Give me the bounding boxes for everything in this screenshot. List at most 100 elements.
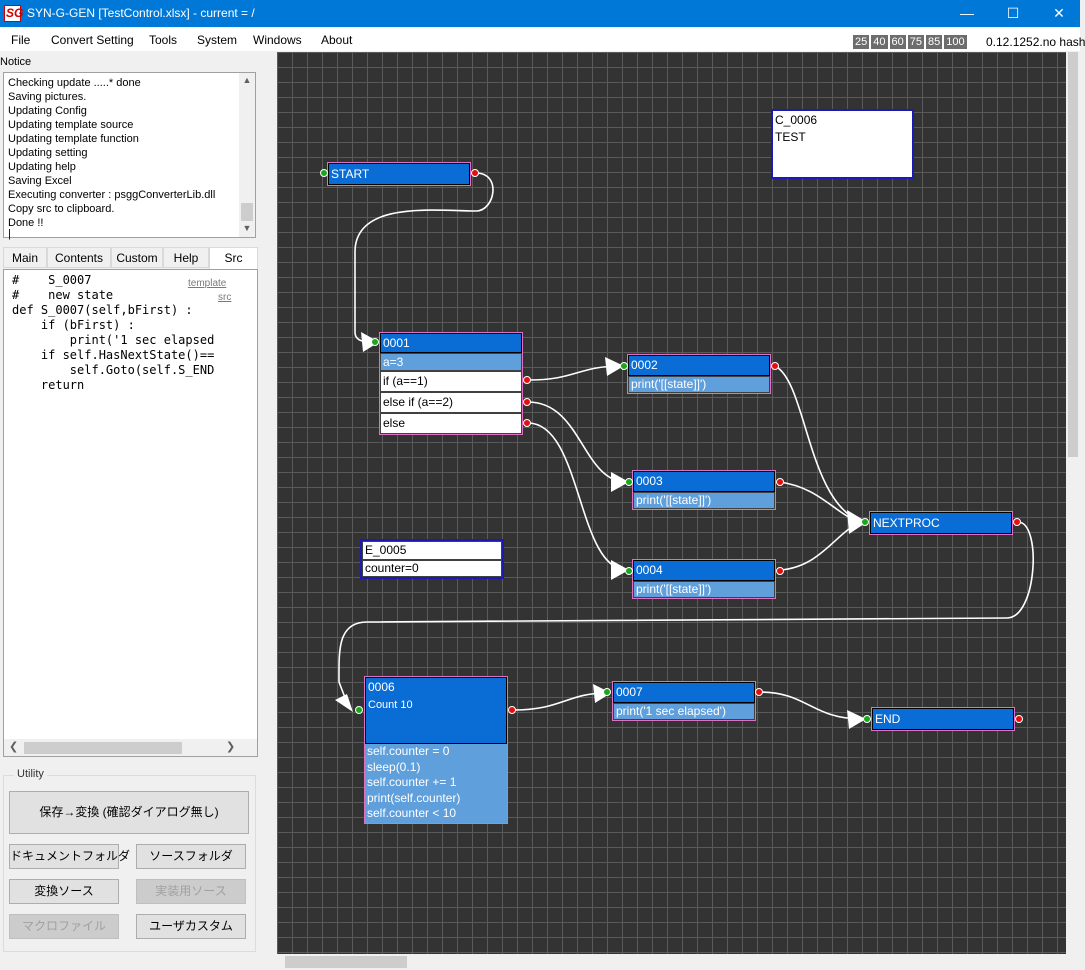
app-icon: SG bbox=[4, 5, 24, 22]
panel-tabs: Main Contents Custom Help Src bbox=[3, 247, 258, 269]
scroll-thumb[interactable] bbox=[24, 742, 182, 754]
user-custom-button[interactable]: ユーザカスタム bbox=[136, 914, 246, 939]
notice-line: Updating template function bbox=[8, 133, 139, 145]
tab-contents[interactable]: Contents bbox=[47, 247, 111, 268]
zoom-75-button[interactable]: 75 bbox=[907, 35, 924, 49]
notice-line: Checking update .....* done bbox=[8, 77, 141, 89]
menu-bar: File Convert Setting Tools System Window… bbox=[0, 28, 1080, 51]
converted-source-button[interactable]: 変換ソース bbox=[9, 879, 119, 904]
scroll-right-icon[interactable]: ❯ bbox=[226, 741, 236, 753]
node-row: a=3 bbox=[380, 353, 522, 371]
source-hscrollbar[interactable]: ❮ ❯ bbox=[4, 739, 257, 756]
output-port[interactable] bbox=[1013, 518, 1021, 526]
notice-line: Saving pictures. bbox=[8, 91, 87, 103]
output-port[interactable] bbox=[1015, 715, 1023, 723]
scroll-up-icon[interactable]: ▲ bbox=[242, 75, 252, 85]
tab-src[interactable]: Src bbox=[209, 247, 258, 269]
menu-file[interactable]: File bbox=[11, 33, 31, 47]
menu-system[interactable]: System bbox=[197, 33, 238, 47]
output-port[interactable] bbox=[755, 688, 763, 696]
zoom-85-button[interactable]: 85 bbox=[926, 35, 943, 49]
node-title: E_0005 bbox=[362, 541, 502, 560]
document-folder-button[interactable]: ドキュメントフォルダ bbox=[9, 844, 130, 869]
source-view[interactable]: # S_0007 # new state def S_0007(self,bFi… bbox=[3, 269, 258, 757]
zoom-40-button[interactable]: 40 bbox=[871, 35, 888, 49]
action-line: self.counter < 10 bbox=[367, 806, 457, 821]
arrow-head bbox=[611, 472, 629, 492]
node-row: counter=0 bbox=[362, 560, 502, 577]
arrow-head bbox=[611, 560, 629, 580]
node-title: 0001 bbox=[380, 333, 522, 353]
utility-group: Utility 保存→変換 (確認ダイアログ無し) ドキュメントフォルダ ソース… bbox=[3, 768, 256, 952]
output-port[interactable] bbox=[523, 376, 531, 384]
input-port[interactable] bbox=[603, 688, 611, 696]
wire-0002-next bbox=[774, 365, 863, 523]
zoom-buttons: 25 40 60 75 85 100 bbox=[853, 35, 969, 49]
notice-line: Executing converter : psggConverterLib.d… bbox=[8, 189, 216, 201]
scroll-down-icon[interactable]: ▼ bbox=[242, 223, 252, 233]
src-link[interactable]: src bbox=[218, 292, 232, 303]
output-port[interactable] bbox=[776, 567, 784, 575]
state-diagram-canvas[interactable]: START C_0006 TEST 0001 a=3 if (a==1) els… bbox=[277, 52, 1066, 954]
close-button[interactable]: ✕ bbox=[1053, 5, 1065, 21]
implementation-source-button[interactable]: 実装用ソース bbox=[136, 879, 246, 904]
save-convert-button[interactable]: 保存→変換 (確認ダイアログ無し) bbox=[9, 791, 249, 834]
zoom-100-button[interactable]: 100 bbox=[944, 35, 967, 49]
input-port[interactable] bbox=[863, 715, 871, 723]
scroll-thumb[interactable] bbox=[241, 203, 253, 221]
arrow-head bbox=[847, 710, 866, 729]
arrow-head bbox=[361, 332, 379, 352]
tab-help[interactable]: Help bbox=[163, 247, 209, 268]
canvas-vscrollbar[interactable] bbox=[1066, 52, 1080, 954]
tab-custom[interactable]: Custom bbox=[111, 247, 163, 268]
branch-row[interactable]: else if (a==2) bbox=[380, 392, 522, 413]
branch-row[interactable]: else bbox=[380, 413, 522, 434]
node-title: 0004 bbox=[633, 560, 775, 581]
wire-next-0006 bbox=[338, 521, 1034, 709]
notice-log[interactable]: Checking update .....* done Saving pictu… bbox=[3, 72, 256, 240]
notice-scrollbar[interactable]: ▲ ▼ bbox=[239, 73, 255, 237]
node-title: 0002 bbox=[628, 355, 770, 376]
menu-tools[interactable]: Tools bbox=[149, 33, 178, 47]
input-port[interactable] bbox=[355, 706, 363, 714]
template-link[interactable]: template bbox=[188, 278, 227, 289]
node-row: print('[[state]]') bbox=[633, 492, 775, 509]
tab-main[interactable]: Main bbox=[3, 247, 47, 268]
minimize-button[interactable]: — bbox=[960, 5, 974, 21]
scroll-thumb[interactable] bbox=[285, 956, 407, 968]
macro-file-button[interactable]: マクロファイル bbox=[9, 914, 119, 939]
output-port[interactable] bbox=[771, 362, 779, 370]
output-port[interactable] bbox=[523, 398, 531, 406]
menu-windows[interactable]: Windows bbox=[253, 33, 302, 47]
source-folder-button[interactable]: ソースフォルダ bbox=[136, 844, 246, 869]
node-title: 0006 Count 10 bbox=[365, 677, 507, 744]
utility-label: Utility bbox=[14, 768, 47, 780]
zoom-25-button[interactable]: 25 bbox=[853, 35, 870, 49]
zoom-60-button[interactable]: 60 bbox=[889, 35, 906, 49]
wire-elseif-0003 bbox=[527, 401, 628, 483]
maximize-button[interactable]: ☐ bbox=[1006, 5, 1020, 21]
scroll-left-icon[interactable]: ❮ bbox=[9, 741, 19, 753]
node-title: 0003 bbox=[633, 471, 775, 492]
arrow-head bbox=[335, 694, 353, 712]
input-port[interactable] bbox=[861, 518, 869, 526]
output-port[interactable] bbox=[471, 169, 479, 177]
notice-line: Updating Config bbox=[8, 105, 87, 117]
canvas-hscrollbar[interactable] bbox=[277, 954, 1066, 970]
branch-row[interactable]: if (a==1) bbox=[380, 371, 522, 392]
input-port[interactable] bbox=[625, 478, 633, 486]
output-port[interactable] bbox=[776, 478, 784, 486]
output-port[interactable] bbox=[508, 706, 516, 714]
wire-else-0004 bbox=[527, 422, 628, 571]
input-port[interactable] bbox=[320, 169, 328, 177]
input-port[interactable] bbox=[620, 362, 628, 370]
input-port[interactable] bbox=[625, 567, 633, 575]
menu-convert-setting[interactable]: Convert Setting bbox=[51, 33, 134, 47]
input-port[interactable] bbox=[371, 338, 379, 346]
version-label: 0.12.1252.no hash bbox=[986, 35, 1085, 49]
notice-line: Updating help bbox=[8, 161, 76, 173]
wire-0006-0007 bbox=[512, 692, 608, 711]
scroll-thumb[interactable] bbox=[1068, 52, 1078, 457]
menu-about[interactable]: About bbox=[321, 33, 353, 47]
output-port[interactable] bbox=[523, 419, 531, 427]
